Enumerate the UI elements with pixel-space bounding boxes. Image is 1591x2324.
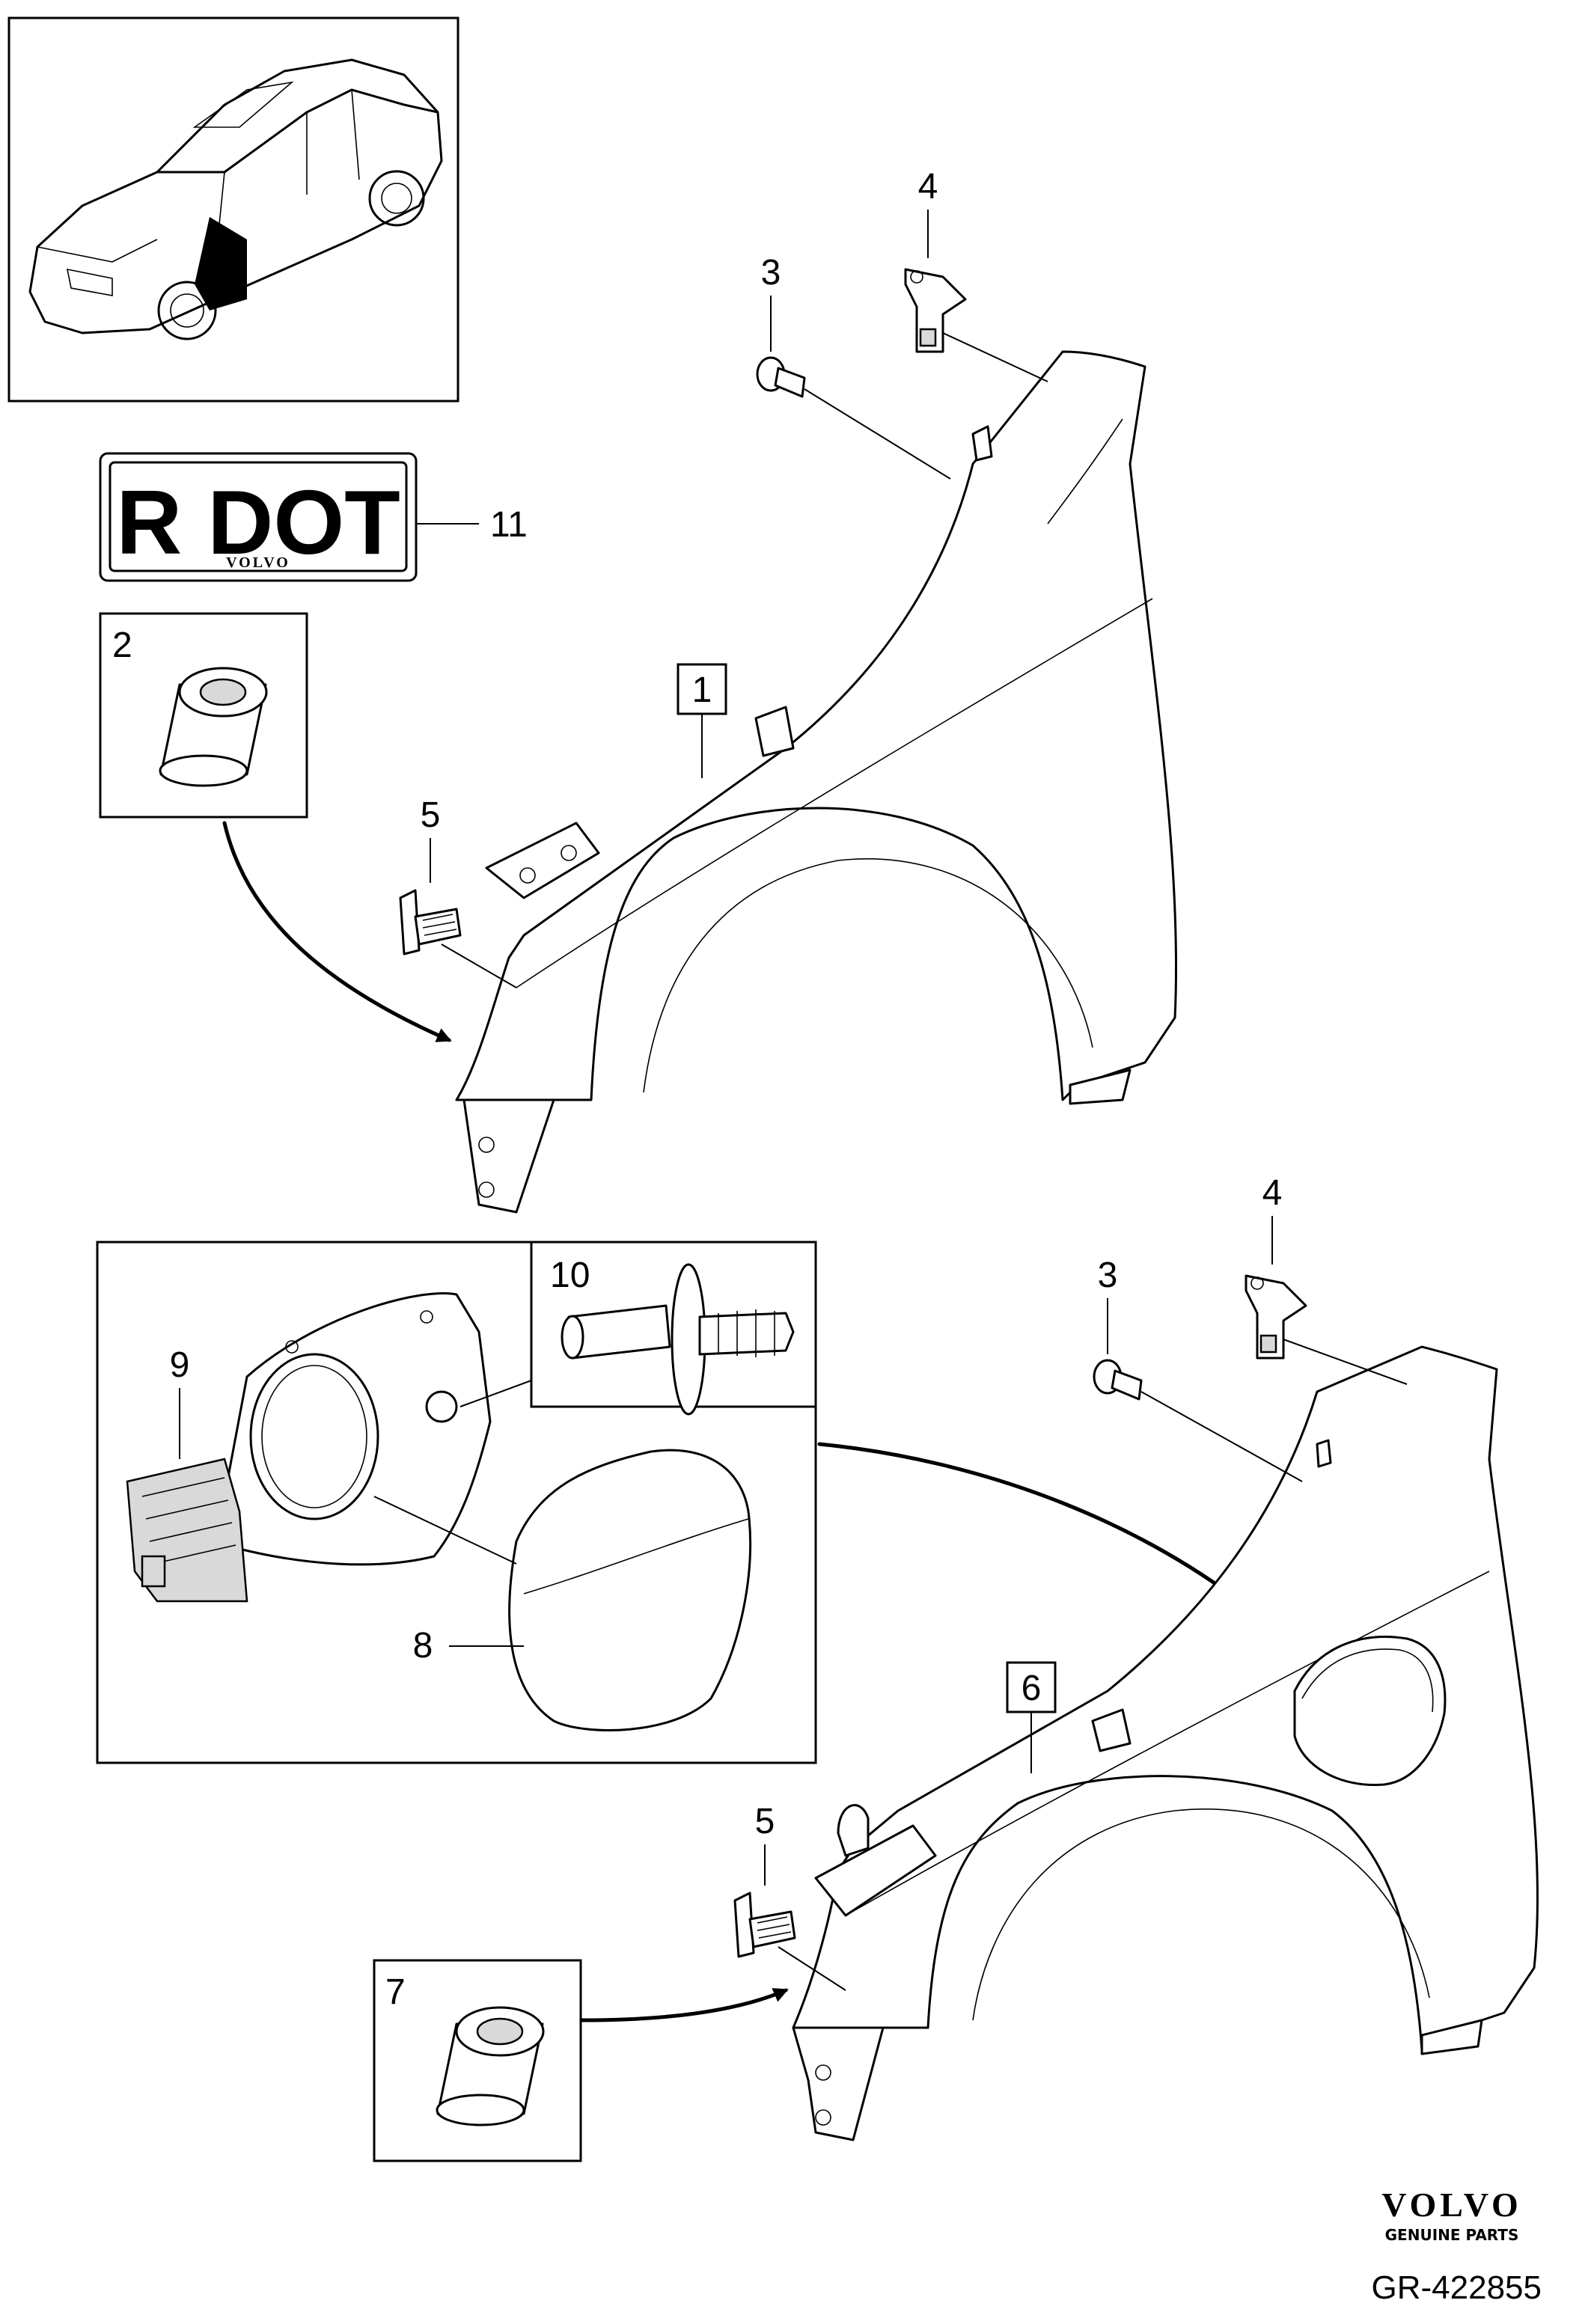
- car-silhouette: [28, 58, 443, 340]
- rear-wheel: [368, 170, 425, 227]
- fender-6-stud: [837, 1804, 870, 1857]
- clip-5-upper: [399, 889, 462, 955]
- fender-6-body: [792, 1345, 1539, 2052]
- inset-part-7: 7: [373, 1959, 582, 2162]
- leader-housing-to-flap: [373, 1496, 517, 1565]
- label-8: 8: [413, 1626, 433, 1666]
- reference-number: GR-422855: [1372, 2269, 1542, 2306]
- leader-3-lower: [1140, 1391, 1303, 1482]
- fender-1-lower-mount: [462, 1098, 555, 1214]
- thumbnail-frame: [7, 16, 459, 403]
- fender-1-rear-mount: [1069, 1068, 1132, 1105]
- arrow-7-to-fender: [580, 1988, 789, 2022]
- front-wheel: [157, 281, 217, 340]
- fender-1-body: [455, 350, 1178, 1101]
- bushing-7: [436, 2006, 545, 2126]
- fender-1-bracket-top: [971, 425, 993, 462]
- leader-5-upper: [441, 944, 517, 988]
- bolt-3-upper: [756, 356, 806, 398]
- bracket-4-upper: [904, 268, 967, 353]
- genuine-parts-text: GENUINE PARTS: [1385, 2226, 1519, 2244]
- label-3-upper: 3: [761, 253, 781, 293]
- highlighted-fender: [195, 217, 247, 311]
- bushing-2: [159, 667, 268, 787]
- fuel-flap-lid-8: [508, 1449, 752, 1731]
- car-overview-thumbnail: [7, 16, 459, 403]
- leader-10-to-housing: [459, 1380, 532, 1407]
- label-4-upper: 4: [918, 167, 938, 207]
- label-3-lower: 3: [1098, 1256, 1118, 1295]
- push-clip-10: [561, 1263, 795, 1416]
- fender-6-lower-mount: [792, 2026, 885, 2141]
- fuel-filler-housing: [223, 1292, 492, 1566]
- leader-4-lower: [1283, 1339, 1408, 1385]
- fender-lower: [792, 1345, 1539, 2141]
- sticker-main-text: R DOT: [116, 471, 400, 573]
- clip-5-lower: [733, 1892, 796, 1958]
- footer: VOLVO GENUINE PARTS GR-422855: [1372, 2186, 1542, 2306]
- bracket-4-lower: [1245, 1274, 1307, 1360]
- leader-5-lower: [778, 1946, 846, 1991]
- label-11: 11: [490, 505, 528, 545]
- volvo-logo-text: VOLVO: [1381, 2186, 1522, 2224]
- label-10: 10: [550, 1256, 590, 1295]
- label-5-upper: 5: [421, 795, 441, 835]
- leader-3-upper: [804, 388, 951, 480]
- leader-4-upper: [942, 332, 1048, 382]
- label-5-lower: 5: [755, 1802, 775, 1841]
- label-7: 7: [385, 1972, 406, 2012]
- fender-upper: [455, 350, 1178, 1214]
- bolt-3-lower: [1093, 1359, 1143, 1401]
- sticker-brand-text: VOLVO: [226, 554, 290, 571]
- fender-6-rear-mount: [1420, 2019, 1483, 2055]
- fender-1-bracket-mid: [754, 706, 795, 757]
- fuel-flap-inset: 10 9 8: [96, 1241, 817, 1764]
- fender-6-bracket-top: [1316, 1439, 1332, 1468]
- fender-6-bracket-mid: [1091, 1708, 1132, 1752]
- fender-1-bracket-front: [485, 822, 600, 899]
- label-4-lower: 4: [1262, 1173, 1283, 1213]
- arrow-2-to-fender: [222, 821, 452, 1042]
- label-2: 2: [112, 626, 132, 665]
- r-dot-sticker: R DOT VOLVO: [99, 452, 418, 582]
- fender-6-fuel-opening: [1293, 1636, 1447, 1787]
- fender-6-bracket-front: [814, 1824, 937, 1917]
- inset-part-2: 2: [99, 612, 308, 819]
- sticker-inner: [109, 461, 408, 572]
- label-9: 9: [170, 1345, 190, 1385]
- label-6: 6: [1022, 1669, 1042, 1708]
- flap-highlight: [523, 1518, 749, 1594]
- actuator-9: [126, 1458, 248, 1603]
- label-1: 1: [692, 670, 712, 710]
